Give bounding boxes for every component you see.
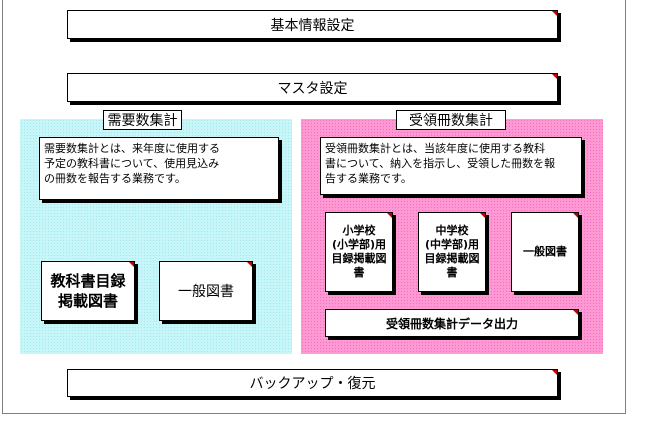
received-general-books-button[interactable]: 一般図書 [511, 212, 579, 292]
master-settings-button[interactable]: マスタ設定 [67, 73, 558, 102]
received-panel-title: 受領冊数集計 [396, 110, 506, 130]
demand-panel-title: 需要数集計 [103, 110, 182, 130]
data-output-button[interactable]: 受領冊数集計データ出力 [325, 309, 579, 337]
demand-general-books-button[interactable]: 一般図書 [159, 261, 253, 321]
elementary-catalog-button[interactable]: 小学校 (小学部)用 目録掲載図 書 [325, 212, 393, 292]
basic-settings-button[interactable]: 基本情報設定 [67, 10, 558, 39]
frame-bottom-border [2, 413, 626, 414]
middle-catalog-button[interactable]: 中学校 (中学部)用 目録掲載図 書 [418, 212, 486, 292]
frame-left-border [2, 0, 3, 414]
textbook-catalog-button[interactable]: 教科書目録 掲載図書 [41, 261, 135, 321]
frame-right-border [625, 0, 626, 414]
received-description: 受領冊数集計とは、当該年度に使用する教科 書について、納入を指示し、受領した冊数… [320, 137, 582, 195]
demand-description: 需要数集計とは、来年度に使用する 予定の教科書について、使用見込み の冊数を報告… [39, 137, 279, 200]
backup-restore-button[interactable]: バックアップ・復元 [67, 369, 558, 397]
